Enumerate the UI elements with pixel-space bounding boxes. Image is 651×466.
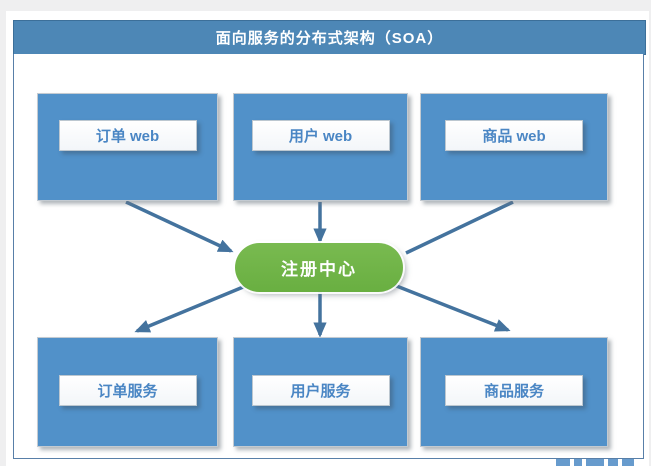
node-registry-center: 注册中心 [235, 243, 403, 292]
node-product-web: 商品 web [420, 93, 608, 201]
node-user-service-label: 用户服务 [251, 375, 390, 406]
node-product-service: 商品服务 [420, 337, 608, 447]
node-product-web-text: 商品 web [482, 128, 546, 145]
node-order-service: 订单服务 [37, 337, 218, 447]
diagram-title-bar: 面向服务的分布式架构（SOA） [13, 20, 646, 55]
node-registry-text: 注册中心 [281, 260, 357, 279]
node-user-web: 用户 web [233, 93, 408, 201]
node-order-web-text: 订单 web [95, 128, 160, 145]
node-user-web-label: 用户 web [251, 120, 390, 151]
node-order-service-label: 订单服务 [58, 375, 197, 406]
watermark-fragment [556, 459, 650, 466]
node-user-service: 用户服务 [233, 337, 408, 447]
node-user-service-text: 用户服务 [290, 383, 351, 400]
node-order-service-text: 订单服务 [97, 383, 158, 400]
node-order-web: 订单 web [37, 93, 218, 201]
node-product-web-label: 商品 web [445, 120, 583, 151]
diagram-title: 面向服务的分布式架构（SOA） [215, 30, 444, 47]
node-product-service-label: 商品服务 [445, 375, 583, 406]
node-order-web-label: 订单 web [58, 120, 197, 151]
node-user-web-text: 用户 web [288, 128, 353, 145]
node-product-service-text: 商品服务 [483, 383, 544, 400]
